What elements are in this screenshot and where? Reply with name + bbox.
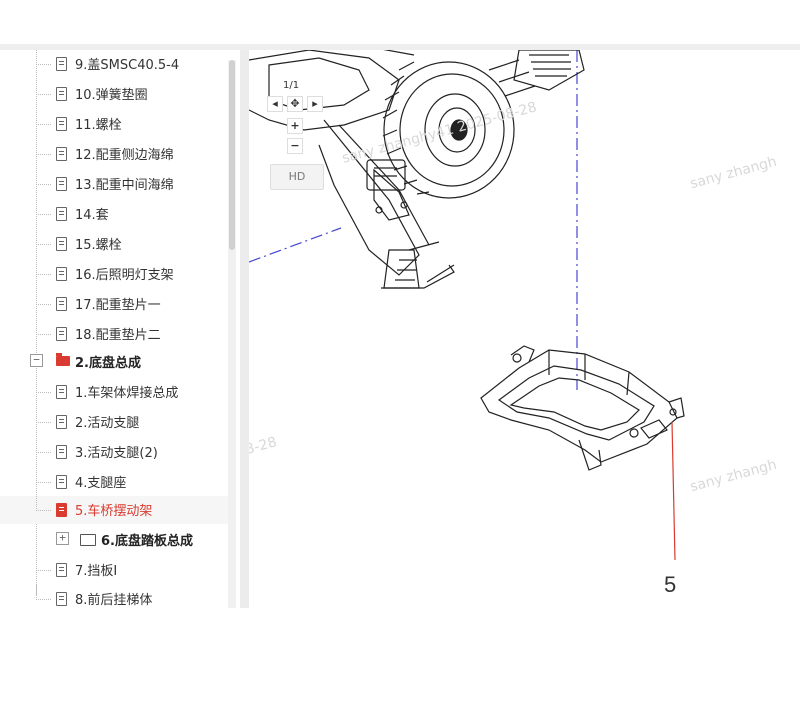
hd-button[interactable]: HD	[270, 164, 324, 190]
document-icon	[56, 147, 67, 161]
tree-item[interactable]: 10.弹簧垫圈	[0, 80, 228, 108]
expand-toggle[interactable]: +	[56, 532, 69, 545]
collapse-toggle[interactable]: −	[30, 354, 43, 367]
tree-item[interactable]: 13.配重中间海绵	[0, 170, 228, 198]
app-screen: 9.盖SMSC40.5-4 10.弹簧垫圈 11.螺栓 12.配重侧边海绵 13…	[0, 50, 800, 608]
tree-item[interactable]: 12.配重侧边海绵	[0, 140, 228, 168]
tree-item[interactable]: 15.螺栓	[0, 230, 228, 258]
scrollbar-thumb[interactable]	[229, 60, 235, 250]
tree-item[interactable]: 7.挡板I	[0, 556, 228, 584]
exploded-view-drawing	[249, 50, 685, 561]
top-blank-area	[0, 0, 800, 44]
tree-folder-pedal[interactable]: + 6.底盘踏板总成	[0, 526, 228, 554]
document-icon	[56, 57, 67, 71]
document-icon	[56, 267, 67, 281]
tree-item[interactable]: 17.配重垫片一	[0, 290, 228, 318]
tree-item[interactable]: 4.支腿座	[0, 468, 228, 496]
zoom-in-button[interactable]: +	[287, 118, 303, 134]
drawing-viewer[interactable]: sany zhanghy41 2025-08-28 sany zhangh sa…	[249, 50, 800, 608]
document-icon	[56, 87, 67, 101]
zoom-out-button[interactable]: −	[287, 138, 303, 154]
document-icon	[56, 237, 67, 251]
callout-number: 5	[664, 572, 677, 597]
folder-icon	[56, 353, 70, 366]
tree-item[interactable]: 16.后照明灯支架	[0, 260, 228, 288]
bottom-blank-area	[0, 608, 800, 714]
tree-item[interactable]: 1.车架体焊接总成	[0, 378, 228, 406]
parts-tree: 9.盖SMSC40.5-4 10.弹簧垫圈 11.螺栓 12.配重侧边海绵 13…	[0, 50, 240, 608]
folder-icon	[80, 534, 96, 546]
page-indicator: 1/1	[283, 80, 300, 91]
pan-right-button[interactable]: ▸	[307, 96, 323, 112]
document-icon	[56, 297, 67, 311]
document-icon	[56, 592, 67, 606]
tree-item[interactable]: 9.盖SMSC40.5-4	[0, 50, 228, 78]
arrow-right-icon: ▸	[312, 97, 318, 110]
document-icon	[56, 503, 67, 517]
document-icon	[56, 445, 67, 459]
arrow-left-icon: ◂	[272, 97, 278, 110]
document-icon	[56, 207, 67, 221]
move-icon: ✥	[290, 97, 300, 110]
document-icon	[56, 177, 67, 191]
top-border	[0, 44, 800, 50]
tree-item[interactable]: 3.活动支腿(2)	[0, 438, 228, 466]
document-icon	[56, 475, 67, 489]
tree-scrollbar[interactable]	[228, 60, 236, 608]
document-icon	[56, 117, 67, 131]
tree-item[interactable]: 11.螺栓	[0, 110, 228, 138]
tree-item[interactable]: 8.前后挂梯体	[0, 585, 228, 608]
tree-item[interactable]: 2.活动支腿	[0, 408, 228, 436]
tree-folder-chassis[interactable]: − 2.底盘总成	[0, 348, 228, 376]
panel-divider[interactable]	[240, 50, 249, 608]
document-icon	[56, 385, 67, 399]
document-icon	[56, 327, 67, 341]
tree-item-selected[interactable]: 5.车桥摆动架	[0, 496, 228, 524]
pan-left-button[interactable]: ◂	[267, 96, 283, 112]
pan-center-button[interactable]: ✥	[287, 96, 303, 112]
tree-item[interactable]: 14.套	[0, 200, 228, 228]
tree-item[interactable]: 18.配重垫片二	[0, 320, 228, 348]
document-icon	[56, 563, 67, 577]
document-icon	[56, 415, 67, 429]
